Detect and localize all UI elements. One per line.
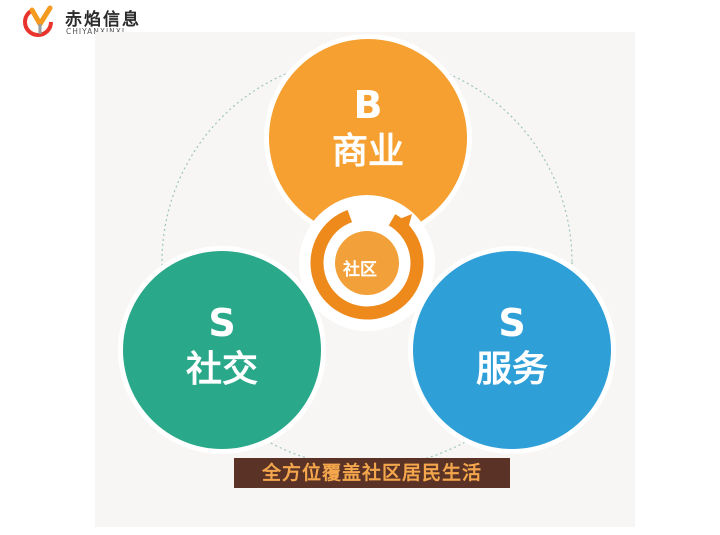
top-circle-label: B 商业 (268, 86, 468, 170)
brand-subtitle: CHIYANXINXI (66, 27, 125, 36)
brand-logo: 赤焰信息 CHIYANXINXI (22, 4, 172, 40)
ring-arrow (392, 214, 412, 236)
right-circle-label: S 服务 (412, 304, 612, 388)
left-circle-letter: S (208, 301, 236, 345)
logo-mark-icon (23, 5, 53, 37)
top-circle-letter: B (353, 83, 383, 127)
right-circle (413, 251, 611, 449)
center-label: 社区 (343, 260, 377, 280)
brand-name: 赤焰信息 (65, 10, 141, 30)
top-circle-name: 商业 (331, 131, 404, 172)
bottom-banner: 全方位覆盖社区居民生活 (234, 458, 510, 488)
right-circle-letter: S (498, 301, 526, 345)
left-circle-name: 社交 (185, 349, 258, 390)
center-disc (335, 231, 399, 295)
right-circle-name: 服务 (475, 349, 548, 390)
center-ring (310, 206, 424, 320)
left-circle-label: S 社交 (122, 304, 322, 388)
left-circle (123, 251, 321, 449)
top-circle (269, 39, 467, 237)
